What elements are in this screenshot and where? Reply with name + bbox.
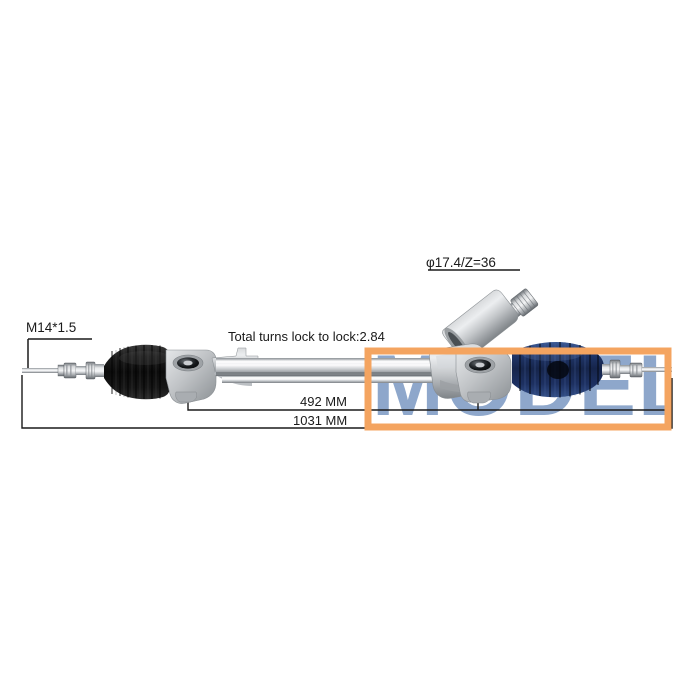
- left-tie-rod-end: [22, 361, 104, 380]
- label-dimension-inner: 492 MM: [300, 394, 347, 409]
- right-tie-rod-end: [602, 359, 672, 379]
- watermark-frame: [364, 347, 672, 431]
- rack-tube: [216, 358, 456, 383]
- label-pinion-spec: φ17.4/Z=36: [426, 255, 496, 270]
- label-turns-lock-to-lock: Total turns lock to lock:2.84: [228, 329, 385, 344]
- left-bellows-boot: [104, 344, 171, 400]
- label-thread-spec: M14*1.5: [26, 320, 77, 335]
- dimension-bracket-overall: [21, 375, 673, 429]
- label-dimension-overall: 1031 MM: [293, 413, 348, 428]
- pinion-input-shaft: [442, 288, 539, 360]
- right-mount-bracket: [455, 351, 512, 404]
